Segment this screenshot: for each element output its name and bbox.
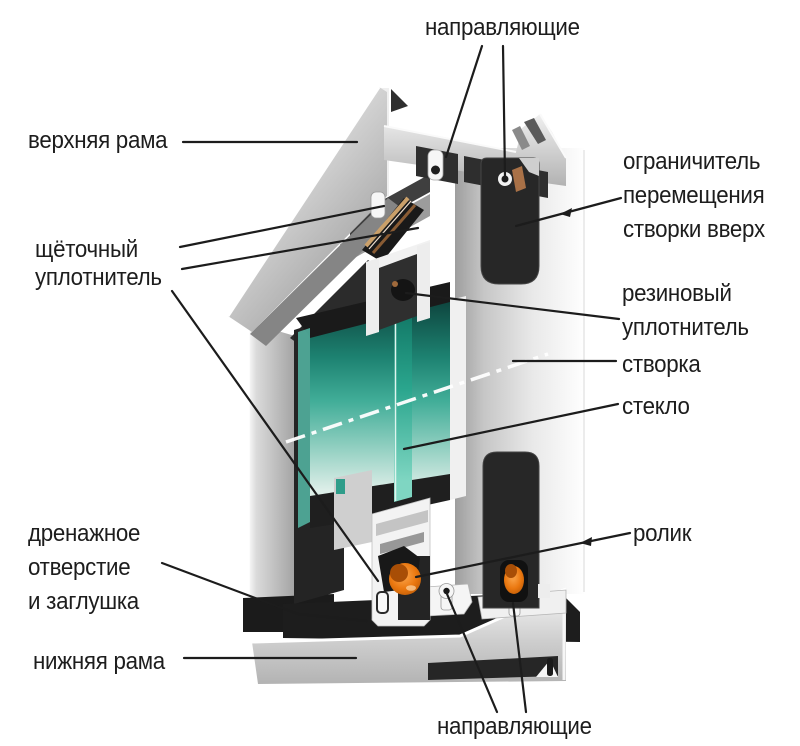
leader-drain [160,561,369,623]
brush-seal-top [362,191,424,262]
label-guides-top: направляющие [425,14,580,41]
sash-head-channel [366,240,430,336]
limiter-block-top [480,157,540,285]
roller-left [378,546,421,595]
leader-brush-seal-3 [170,289,380,583]
label-brush-seal: щёточный уплотнитель [35,236,162,292]
center-axis-line [285,352,549,444]
label-stop-limiter-line-3: створки вверх [623,216,765,243]
rubber-seal [391,279,415,301]
leader-roller [414,531,632,579]
glass-pane [285,295,549,550]
label-drain: дренажное отверстие и заглушка [28,517,140,619]
leader-guides-top-1 [444,44,484,159]
label-stop-limiter-line-2: перемещения [623,182,765,209]
label-drain-line-1: дренажное [28,520,141,547]
glass-edge [394,295,412,502]
label-brush-seal-line-2: уплотнитель [35,264,162,291]
brush-seal-clip [370,191,386,219]
leader-guides-bottom-2 [511,601,528,714]
label-top-frame: верхняя рама [28,127,168,154]
label-sash: створка [622,351,701,378]
limiter-block-bottom [482,451,550,609]
label-rubber-seal: резиновый уплотнитель [622,277,749,345]
arrowhead-limiter [560,208,572,217]
label-drain-line-3: и заглушка [28,588,139,615]
leader-guides-bottom-1 [445,592,499,714]
label-roller: ролик [633,520,692,547]
label-rubber-seal-line-1: резиновый [622,280,732,307]
label-brush-seal-line-1: щёточный [35,236,138,263]
arrowhead-roller [580,537,592,546]
leader-glass [402,402,620,451]
label-bottom-frame: нижняя рама [33,648,165,675]
label-rubber-seal-line-2: уплотнитель [622,314,749,341]
leader-guides-top-2 [501,44,507,178]
label-guides-bottom: направляющие [437,713,592,740]
label-stop-limiter: ограничитель перемещения створки вверх [623,145,765,247]
label-drain-line-2: отверстие [28,554,131,581]
leader-brush-seal-1 [178,204,386,249]
leader-arrowheads [560,208,592,546]
guide-rail-top-1 [427,149,444,181]
roller-right [504,564,524,594]
leader-brush-seal-2 [180,226,420,271]
label-glass: стекло [622,393,690,420]
label-stop-limiter-line-1: ограничитель [623,148,761,175]
leader-rubber-seal [404,291,621,321]
leader-lines [160,44,632,714]
guide-rail-top-2 [498,172,512,186]
drainage-hole-plug [376,591,389,614]
bottom-assembly [251,451,580,684]
top-frame-panel [228,87,387,332]
